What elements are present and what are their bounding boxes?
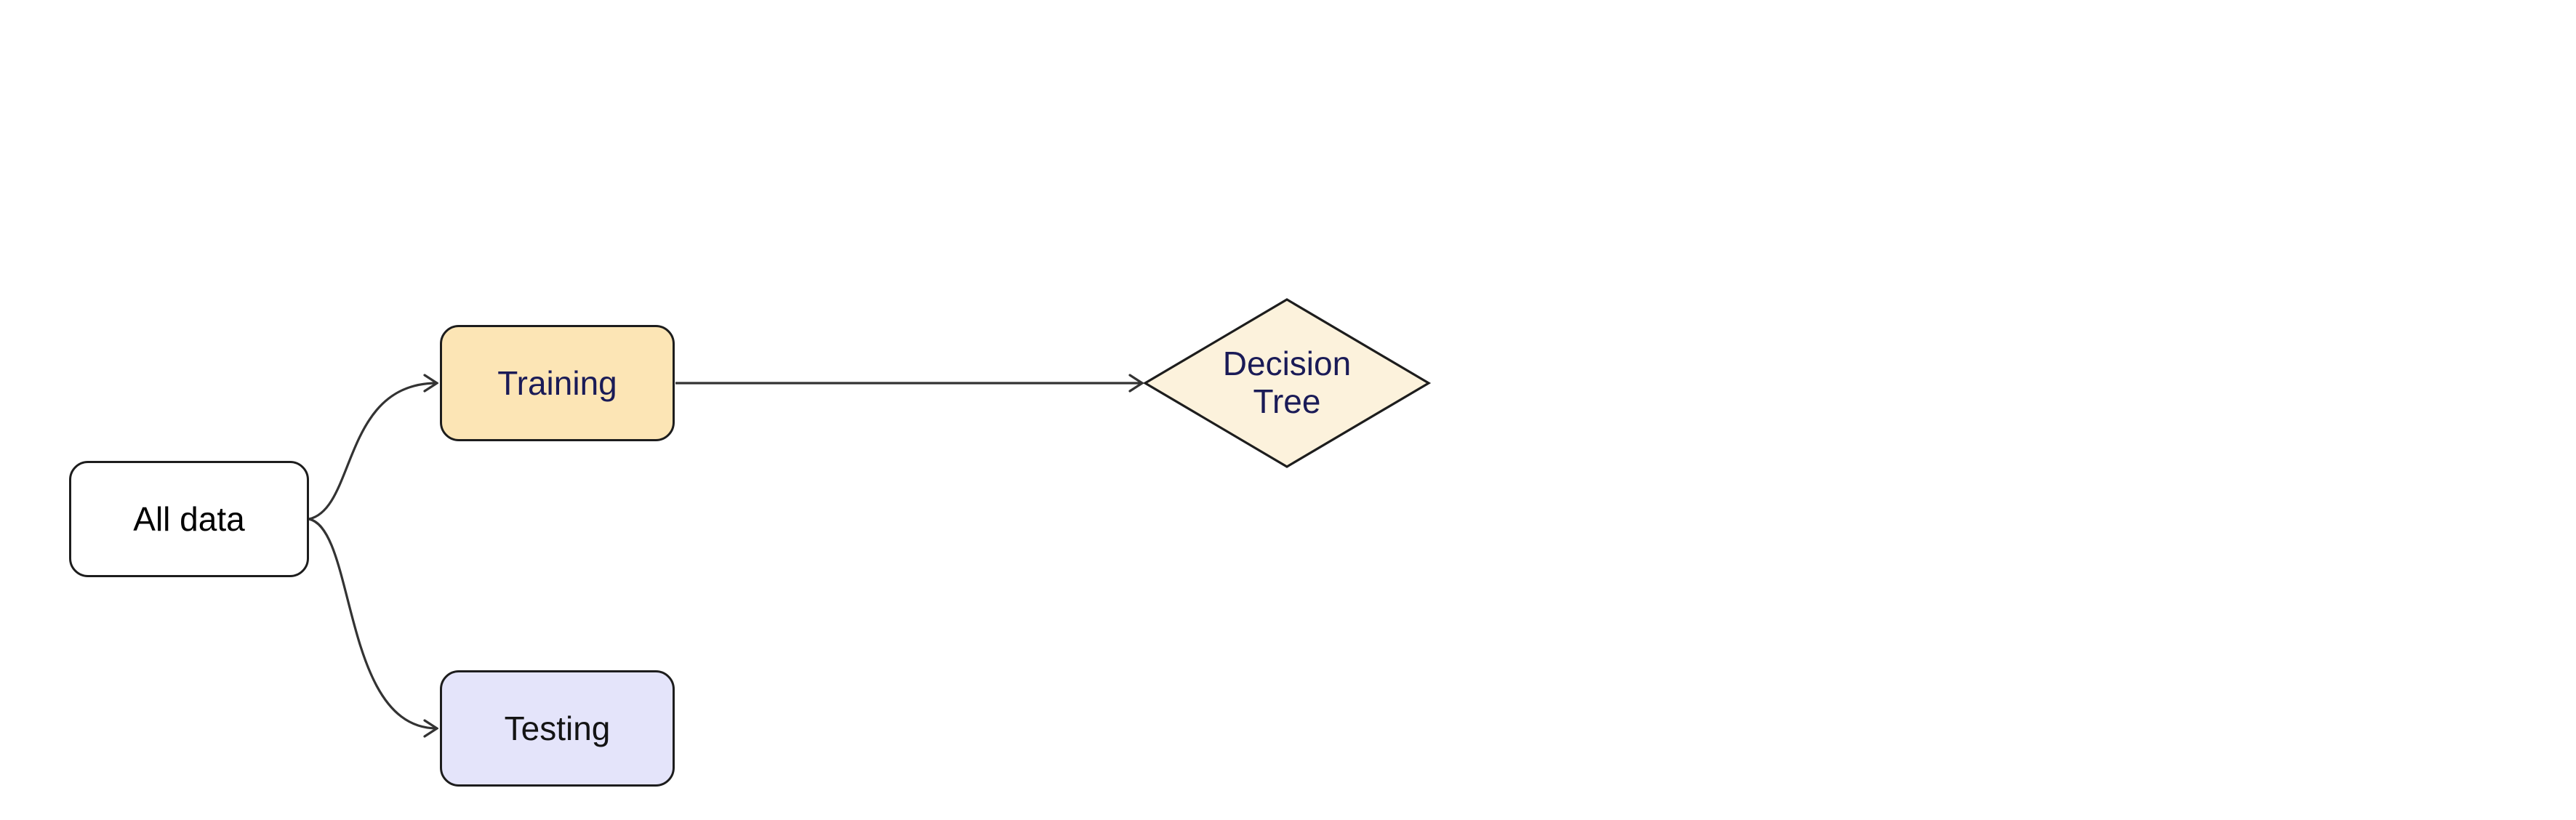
node-training-label: Training — [497, 363, 617, 402]
node-decision-tree-label: Decision Tree — [1222, 345, 1352, 420]
node-decision-tree: Decision Tree — [1192, 336, 1381, 430]
node-training: Training — [440, 325, 675, 441]
node-all-data-label: All data — [133, 499, 245, 538]
node-testing-label: Testing — [504, 709, 611, 747]
edge-alldata-to-training — [308, 383, 437, 520]
node-all-data: All data — [69, 461, 309, 577]
node-testing: Testing — [440, 670, 675, 787]
edge-alldata-to-testing — [308, 518, 437, 728]
decision-tree-node-shape — [1142, 298, 1432, 468]
